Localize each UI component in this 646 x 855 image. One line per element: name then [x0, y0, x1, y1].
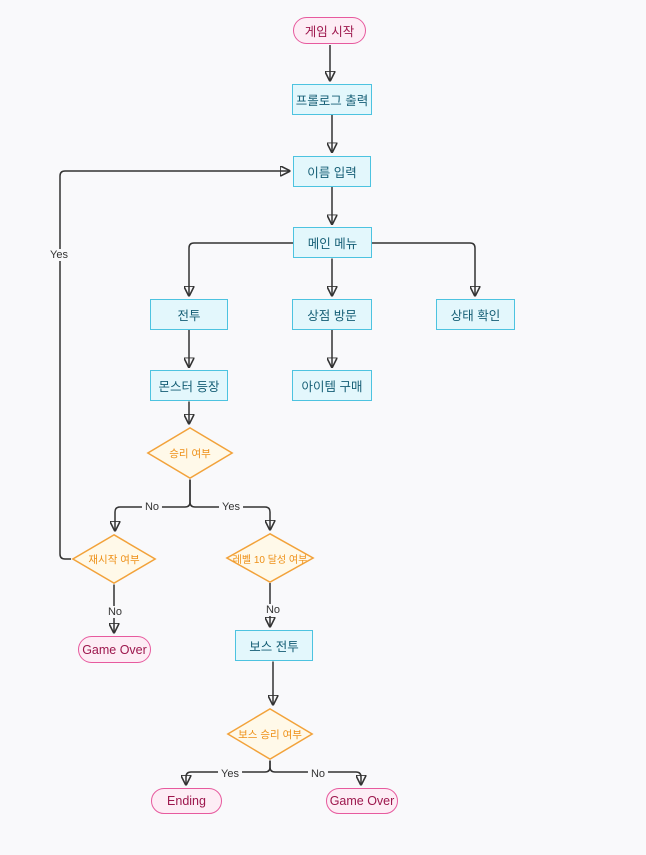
node-ending: Ending — [151, 788, 222, 814]
edge-label-win-no: No — [141, 501, 163, 513]
node-game-over-right: Game Over — [326, 788, 398, 814]
node-game-over-left: Game Over — [78, 636, 151, 663]
node-boss-win-check: 보스 승리 여부 — [227, 708, 313, 760]
node-battle: 전투 — [150, 299, 228, 330]
node-item-purchase: 아이템 구매 — [292, 370, 372, 401]
restart-check-label: 재시작 여부 — [88, 553, 140, 566]
node-main-menu: 메인 메뉴 — [293, 227, 372, 258]
node-name-input: 이름 입력 — [293, 156, 371, 187]
edge-label-boss-yes: Yes — [218, 768, 242, 780]
boss-win-check-label: 보스 승리 여부 — [238, 728, 302, 741]
edge-label-win-yes: Yes — [219, 501, 243, 513]
node-monster-appear: 몬스터 등장 — [150, 370, 228, 401]
node-restart-check: 재시작 여부 — [72, 534, 156, 584]
diamond-shape — [227, 708, 313, 760]
level10-check-label: 레벨 10 달성 여부 — [232, 554, 308, 566]
node-status-check: 상태 확인 — [436, 299, 515, 330]
edge-label-restart-no: No — [104, 606, 126, 618]
node-level10-check: 레벨 10 달성 여부 — [226, 533, 314, 583]
diamond-shape — [226, 533, 314, 583]
node-game-start: 게임 시작 — [293, 17, 366, 44]
edge-menu-to-battle — [189, 242, 293, 295]
node-prologue-output: 프롤로그 출력 — [292, 84, 372, 115]
diamond-shape — [72, 534, 156, 584]
win-check-label: 승리 여부 — [169, 447, 211, 460]
node-shop-visit: 상점 방문 — [292, 299, 372, 330]
diamond-shape — [147, 427, 233, 479]
node-boss-battle: 보스 전투 — [235, 630, 313, 661]
edge-restart-yes-to-name — [59, 171, 289, 560]
edge-menu-to-status — [372, 242, 475, 295]
edge-label-level-no: No — [262, 604, 284, 616]
edge-label-boss-no: No — [307, 768, 329, 780]
edge-label-restart-yes: Yes — [47, 249, 71, 261]
node-win-check: 승리 여부 — [147, 427, 233, 479]
